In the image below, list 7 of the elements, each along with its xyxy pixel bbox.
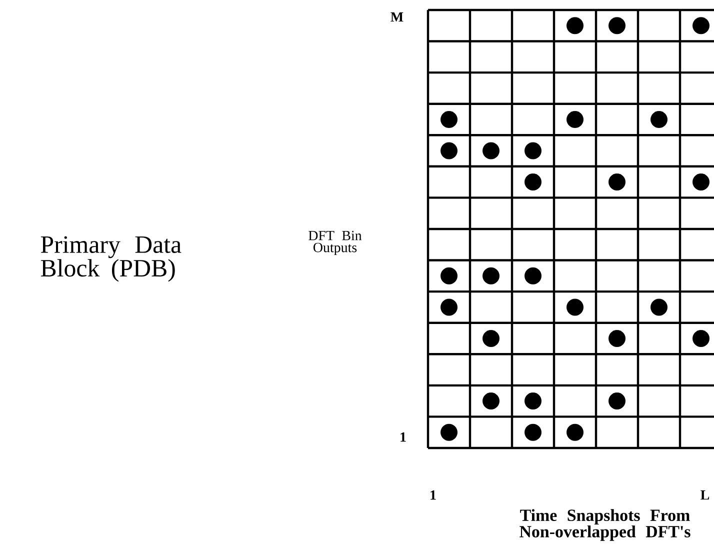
axis-label: 1	[430, 490, 436, 500]
axis-label: L	[700, 490, 710, 500]
axis-title: DFT Bin Outputs	[308, 230, 362, 256]
axis-title: Time Snapshots From Non-overlapped DFT's	[520, 509, 690, 541]
axis-label: 1	[400, 432, 406, 442]
axis-label: M	[390, 12, 404, 22]
block-title: Primary Data Block (PDB)	[40, 236, 182, 282]
